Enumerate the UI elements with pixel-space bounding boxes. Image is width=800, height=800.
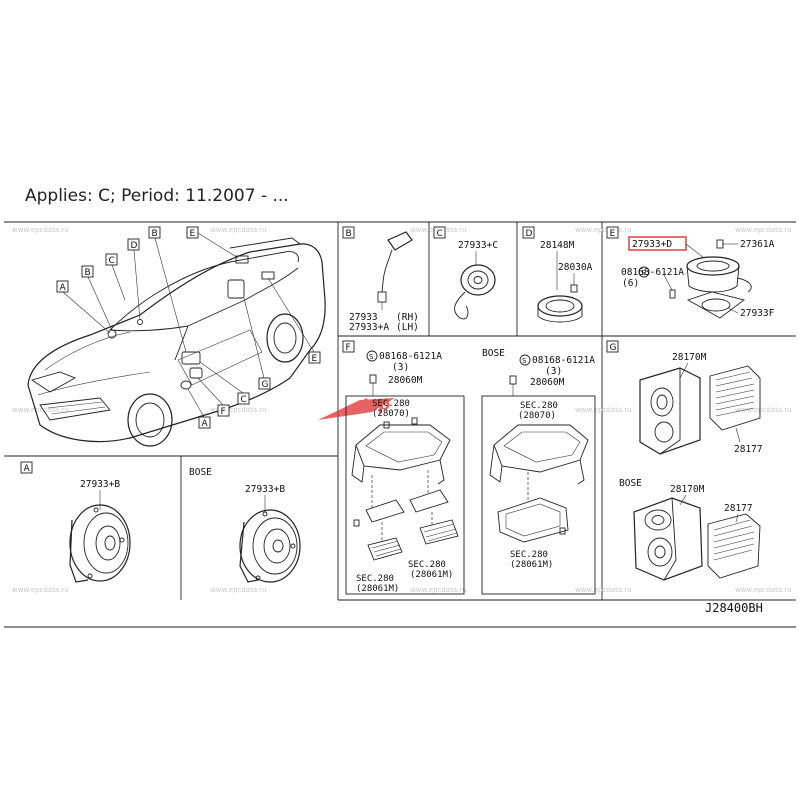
- callout-b2[interactable]: B: [148, 226, 187, 353]
- watermark-text: www.epcdata.ru: [735, 406, 792, 414]
- part-number: 27933+C: [458, 240, 498, 251]
- svg-text:E: E: [312, 354, 318, 364]
- svg-text:S: S: [369, 353, 374, 361]
- panel-b: B 27933 (RH) 27933+A (LH): [342, 226, 419, 333]
- part-number: 28060M: [530, 377, 565, 388]
- callout-e-right[interactable]: E: [267, 277, 321, 364]
- svg-text:B: B: [152, 229, 158, 239]
- part-number: 08168-6121A: [532, 355, 595, 366]
- callout-e-top[interactable]: E: [186, 226, 239, 259]
- panel-a: A 27933+B BOSE 27933+B: [20, 461, 301, 583]
- svg-text:G: G: [262, 380, 269, 390]
- part-number: 08168-6121A: [621, 267, 684, 278]
- panel-e: E 27933+D 27361A S 08168-6121A (6) 27933…: [606, 226, 775, 319]
- part-number: 27933F: [740, 308, 775, 319]
- watermark-text: www.epcdata.ru: [410, 586, 467, 594]
- brand-text: Jap: [359, 395, 390, 414]
- bose-label: BOSE: [619, 478, 642, 489]
- callout-a2[interactable]: A: [187, 388, 211, 429]
- part-number: 27933+B: [80, 479, 120, 490]
- callout-c2[interactable]: C: [199, 361, 250, 405]
- panel-b-key: B: [346, 229, 352, 239]
- part-number: 28030A: [558, 262, 593, 273]
- svg-text:B: B: [85, 268, 91, 278]
- section-ref: (28070): [372, 409, 410, 419]
- section-ref: (28061M): [356, 584, 399, 594]
- svg-text:F: F: [221, 407, 226, 417]
- callout-d[interactable]: D: [127, 238, 141, 321]
- part-number: 28177: [734, 444, 763, 455]
- watermark-text: www.epcdata.ru: [210, 406, 267, 414]
- part-number: 28060M: [388, 375, 423, 386]
- callout-g[interactable]: G: [243, 297, 271, 390]
- watermark-text: www.epcdata.ru: [575, 586, 632, 594]
- watermark-text: www.epcdata.ru: [12, 586, 69, 594]
- diagram-frame: [4, 221, 796, 628]
- section-ref: SEC.280: [510, 550, 548, 560]
- section-ref: SEC.280: [408, 560, 446, 570]
- callout-f[interactable]: F: [197, 377, 230, 417]
- brand-watermark: Jap: [318, 395, 395, 420]
- quantity: (3): [545, 366, 562, 377]
- callout-c[interactable]: C: [105, 253, 126, 301]
- part-number: 27933+A: [349, 322, 389, 333]
- watermark-text: www.epcdata.ru: [210, 226, 267, 234]
- callout-b[interactable]: B: [81, 265, 113, 331]
- svg-text:C: C: [241, 395, 247, 405]
- part-number: 28170M: [672, 352, 707, 363]
- part-number: 27361A: [740, 239, 775, 250]
- section-ref: SEC.280: [372, 399, 410, 409]
- panel-d: D 28148M 28030A: [522, 226, 593, 323]
- section-ref: SEC.280: [356, 574, 394, 584]
- side-label: (LH): [396, 322, 419, 333]
- svg-text:A: A: [202, 419, 209, 429]
- section-ref: (28061M): [510, 560, 553, 570]
- panel-g: G 28170M 28177 BOSE 28170M 28177: [606, 340, 763, 581]
- panel-a-key: A: [24, 464, 31, 474]
- part-number: 08168-6121A: [379, 351, 442, 362]
- part-number: 28177: [724, 503, 753, 514]
- car-overview: [27, 237, 326, 447]
- bose-label: BOSE: [482, 348, 505, 359]
- quantity: (3): [392, 362, 409, 373]
- watermark-text: www.epcdata.ru: [210, 586, 267, 594]
- panel-e-key: E: [610, 229, 616, 239]
- panel-g-key: G: [610, 343, 617, 353]
- part-number: 28170M: [670, 484, 705, 495]
- panel-d-key: D: [526, 229, 533, 239]
- bose-label: BOSE: [189, 467, 212, 478]
- callout-a[interactable]: A: [56, 280, 111, 334]
- applies-header: Applies: C; Period: 11.2007 - ...: [25, 186, 289, 206]
- svg-text:C: C: [109, 256, 115, 266]
- section-ref: SEC.280: [520, 401, 558, 411]
- watermark-text: www.epcdata.ru: [575, 406, 632, 414]
- watermark-text: www.epcdata.ru: [12, 406, 69, 414]
- part-number: 27933+B: [245, 484, 285, 495]
- side-label: (RH): [396, 312, 419, 323]
- svg-text:S: S: [522, 357, 527, 365]
- part-number: 27933: [349, 312, 378, 323]
- svg-text:S: S: [641, 269, 646, 277]
- watermark-text: www.epcdata.ru: [735, 226, 792, 234]
- panel-c-key: C: [437, 229, 443, 239]
- overview-callouts: A B C D B E A: [56, 226, 321, 429]
- svg-text:A: A: [60, 283, 67, 293]
- quantity: (6): [622, 278, 639, 289]
- svg-text:D: D: [131, 241, 138, 251]
- panel-f-key: F: [346, 343, 351, 353]
- section-ref: (28070): [518, 411, 556, 421]
- highlight-box: [628, 236, 687, 251]
- watermark-text: www.epcdata.ru: [575, 226, 632, 234]
- highlighted-part-number: 27933+D: [632, 239, 672, 250]
- diagram-code: J28400BH: [705, 601, 763, 615]
- section-ref: (28061M): [410, 570, 453, 580]
- watermark-text: www.epcdata.ru: [735, 586, 792, 594]
- panel-f: F S 08168-6121A (3) 28060M SEC.280 (2807…: [342, 340, 596, 595]
- part-number: 28148M: [540, 240, 575, 251]
- panel-c: C 27933+C: [433, 226, 498, 320]
- svg-text:E: E: [190, 229, 196, 239]
- watermark-text: www.epcdata.ru: [12, 226, 69, 234]
